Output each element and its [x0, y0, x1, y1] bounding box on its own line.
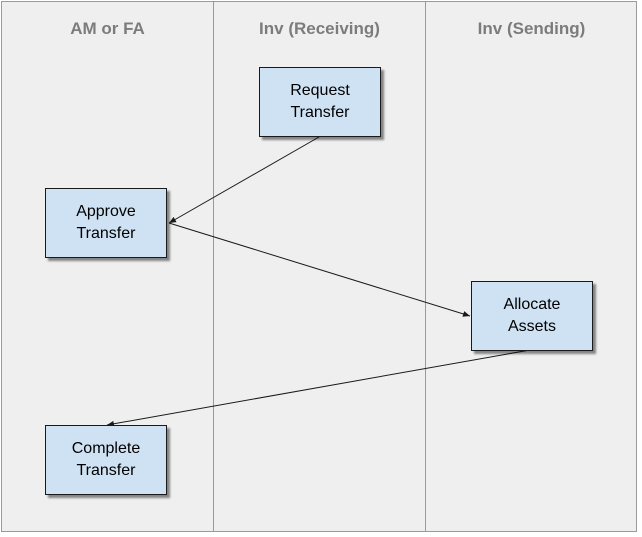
lane-header-inv-sending: Inv (Sending) — [477, 19, 586, 38]
step-allocate-assets-line2: Assets — [507, 318, 556, 335]
lane-header-am-or-fa: AM or FA — [70, 19, 145, 38]
step-complete-transfer-line1: Complete — [71, 440, 141, 457]
step-approve-transfer-line2: Transfer — [76, 225, 136, 242]
lane-header-inv-receiving: Inv (Receiving) — [259, 19, 380, 38]
step-request-transfer-line2: Transfer — [290, 104, 350, 121]
step-complete-transfer-line2: Transfer — [76, 462, 136, 479]
step-complete-transfer: Complete Transfer — [45, 425, 167, 495]
step-allocate-assets-line1: Allocate — [503, 296, 561, 313]
lane-divider-2 — [425, 1, 426, 532]
step-approve-transfer: Approve Transfer — [45, 188, 167, 258]
step-approve-transfer-line1: Approve — [76, 203, 136, 220]
step-request-transfer: Request Transfer — [259, 67, 381, 137]
step-allocate-assets: Allocate Assets — [471, 281, 593, 351]
lane-divider-1 — [213, 1, 214, 532]
step-request-transfer-line1: Request — [290, 82, 350, 99]
